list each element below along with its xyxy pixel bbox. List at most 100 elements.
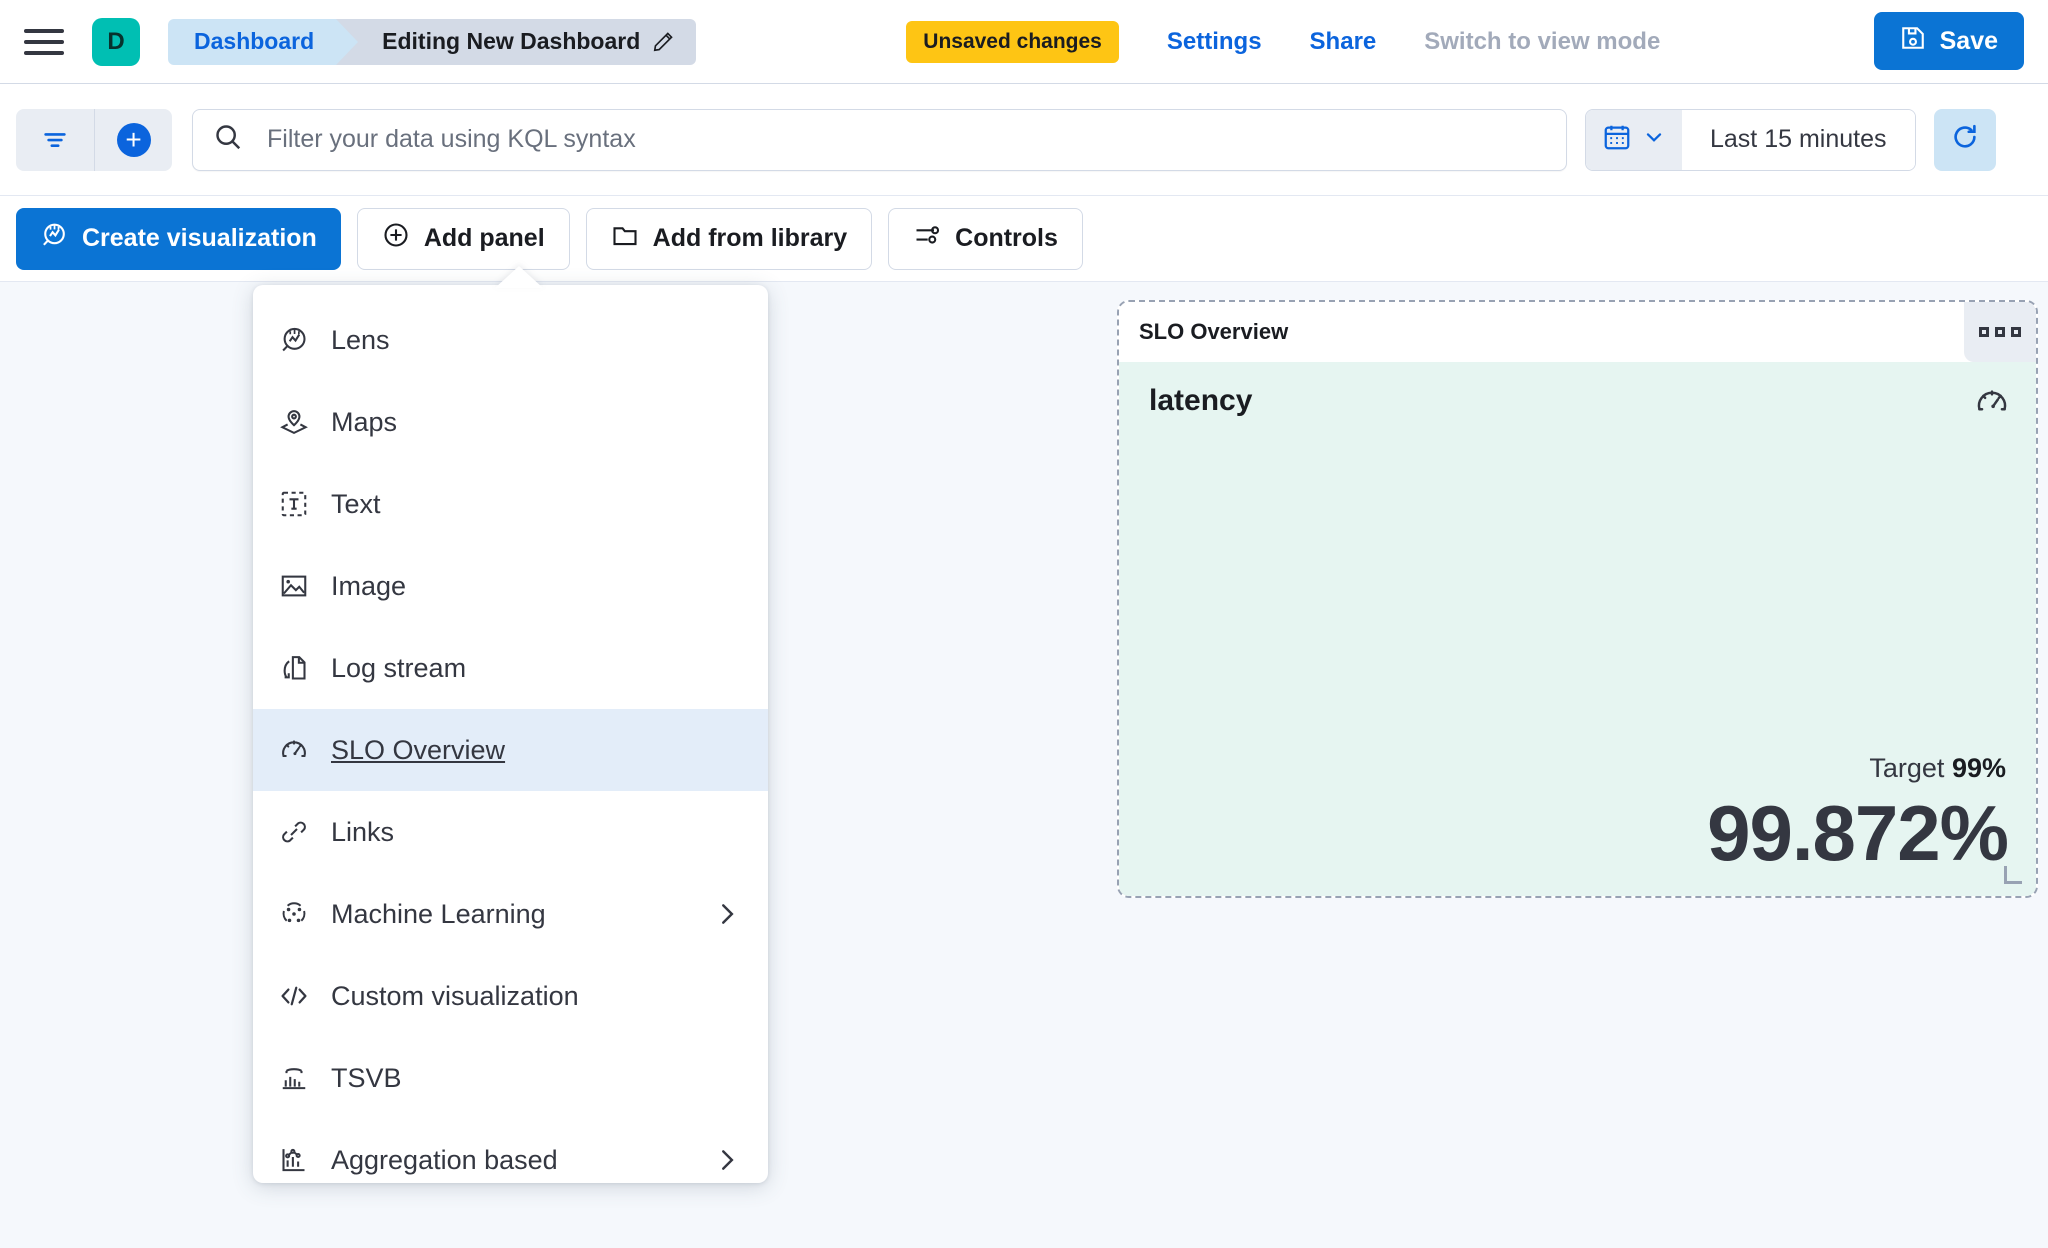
ctx-square xyxy=(1979,327,1989,337)
filter-icon[interactable] xyxy=(16,109,94,171)
gauge-icon xyxy=(1974,384,2010,425)
log-stream-icon xyxy=(279,653,309,683)
calendar-icon xyxy=(1602,122,1632,157)
folder-icon xyxy=(611,221,639,256)
ctx-square xyxy=(2011,327,2021,337)
controls-icon xyxy=(913,221,941,256)
save-button[interactable]: Save xyxy=(1873,12,2024,70)
refresh-button[interactable] xyxy=(1933,108,1996,171)
controls-label: Controls xyxy=(955,224,1058,252)
filter-button-group: + xyxy=(16,108,172,171)
map-marker-icon xyxy=(279,407,309,437)
panel-header: SLO Overview xyxy=(1119,302,2036,362)
menu-item-label: Text xyxy=(331,488,381,519)
time-range-value[interactable]: Last 15 minutes xyxy=(1682,109,1915,170)
menu-item-text[interactable]: Text xyxy=(253,463,768,545)
app-header: D Dashboard Editing New Dashboard Unsave… xyxy=(0,0,2048,84)
chevron-right-icon xyxy=(712,1145,742,1175)
refresh-icon xyxy=(1950,122,1980,157)
save-disk-icon xyxy=(1900,25,1926,58)
slo-target-label-group: Target 99% xyxy=(1869,753,2006,784)
plus-circle-icon: + xyxy=(116,122,151,157)
menu-item-custom-visualization[interactable]: Custom visualization xyxy=(253,955,768,1037)
slo-panel-body: latency Target 99% 99.872% xyxy=(1119,362,2036,896)
status-badge-unsaved: Unsaved changes xyxy=(906,20,1119,63)
menu-item-maps[interactable]: Maps xyxy=(253,381,768,463)
create-visualization-button[interactable]: Create visualization xyxy=(16,207,341,270)
menu-item-label: SLO Overview xyxy=(331,734,506,765)
breadcrumb-item-current[interactable]: Editing New Dashboard xyxy=(336,18,697,65)
tsvb-icon xyxy=(279,1063,309,1093)
breadcrumb-current-label: Editing New Dashboard xyxy=(382,28,641,54)
code-icon xyxy=(279,981,309,1011)
add-panel-label: Add panel xyxy=(423,224,545,252)
breadcrumb: Dashboard Editing New Dashboard xyxy=(168,18,697,65)
hamburger-bar xyxy=(24,39,64,44)
save-button-label: Save xyxy=(1939,26,1998,55)
app-logo-badge[interactable]: D xyxy=(92,17,140,66)
hamburger-icon[interactable] xyxy=(24,20,68,64)
hamburger-bar xyxy=(24,28,64,33)
menu-item-log-stream[interactable]: Log stream xyxy=(253,627,768,709)
search-input[interactable]: Filter your data using KQL syntax xyxy=(192,108,1567,171)
menu-item-label: Aggregation based xyxy=(331,1144,558,1175)
query-bar: + Filter your data using KQL syntax xyxy=(0,84,2048,196)
menu-item-label: TSVB xyxy=(331,1062,402,1093)
hamburger-bar xyxy=(24,50,64,55)
slo-metric-name: latency xyxy=(1149,384,1253,417)
menu-item-lens[interactable]: Lens xyxy=(253,299,768,381)
search-icon xyxy=(213,122,243,157)
breadcrumb-home-label: Dashboard xyxy=(194,28,315,54)
panel-title: SLO Overview xyxy=(1139,319,1289,344)
menu-item-aggregation-based[interactable]: Aggregation based xyxy=(253,1119,768,1183)
add-panel-menu: Lens Maps Text xyxy=(253,285,768,1183)
menu-item-links[interactable]: Links xyxy=(253,791,768,873)
resize-corner-handle[interactable] xyxy=(2004,866,2022,884)
add-from-library-button[interactable]: Add from library xyxy=(585,207,873,270)
menu-item-label: Log stream xyxy=(331,652,467,683)
calendar-quick-select-button[interactable] xyxy=(1586,109,1682,170)
share-link[interactable]: Share xyxy=(1309,27,1377,55)
ctx-square xyxy=(1995,327,2005,337)
menu-item-label: Maps xyxy=(331,406,398,437)
image-icon xyxy=(279,571,309,601)
search-placeholder-text: Filter your data using KQL syntax xyxy=(267,125,636,153)
menu-item-slo-overview[interactable]: SLO Overview xyxy=(253,709,768,791)
add-filter-button[interactable]: + xyxy=(94,108,172,171)
date-range-picker: Last 15 minutes xyxy=(1585,108,1916,171)
plus-in-circle-icon xyxy=(382,221,410,256)
lens-icon xyxy=(279,325,309,355)
add-from-library-label: Add from library xyxy=(652,224,848,252)
controls-button[interactable]: Controls xyxy=(888,207,1083,270)
menu-item-label: Links xyxy=(331,816,395,847)
settings-link[interactable]: Settings xyxy=(1166,27,1262,55)
gauge-icon xyxy=(279,735,309,765)
menu-item-tsvb[interactable]: TSVB xyxy=(253,1037,768,1119)
menu-item-label: Custom visualization xyxy=(331,980,579,1011)
slo-target-label: Target xyxy=(1869,753,1945,783)
menu-item-label: Image xyxy=(331,570,407,601)
menu-item-label: Lens xyxy=(331,324,390,355)
menu-item-label: Machine Learning xyxy=(331,898,546,929)
add-panel-button[interactable]: Add panel xyxy=(356,207,570,270)
chevron-down-icon xyxy=(1642,125,1666,154)
breadcrumb-item-dashboard[interactable]: Dashboard xyxy=(168,18,359,65)
link-icon xyxy=(279,817,309,847)
slo-sli-value: 99.872% xyxy=(1707,789,2009,877)
pencil-icon[interactable] xyxy=(652,31,674,53)
menu-item-image[interactable]: Image xyxy=(253,545,768,627)
dashboard-panel-slo-overview[interactable]: SLO Overview latency Target 99% xyxy=(1117,300,2038,898)
text-box-icon xyxy=(279,489,309,519)
lens-icon xyxy=(40,221,68,256)
chevron-right-icon xyxy=(712,899,742,929)
slo-target-value: 99% xyxy=(1951,753,2006,783)
agg-chart-icon xyxy=(279,1145,309,1175)
menu-item-machine-learning[interactable]: Machine Learning xyxy=(253,873,768,955)
dashboard-edit-toolbar: Create visualization Add panel Add from … xyxy=(0,196,2048,282)
switch-to-view-mode-link[interactable]: Switch to view mode xyxy=(1424,27,1661,55)
logo-letter: D xyxy=(107,27,125,55)
ml-icon xyxy=(279,899,309,929)
three-squares-icon[interactable] xyxy=(1964,302,2036,362)
popover-arrow xyxy=(495,266,543,288)
create-visualization-label: Create visualization xyxy=(82,224,317,252)
